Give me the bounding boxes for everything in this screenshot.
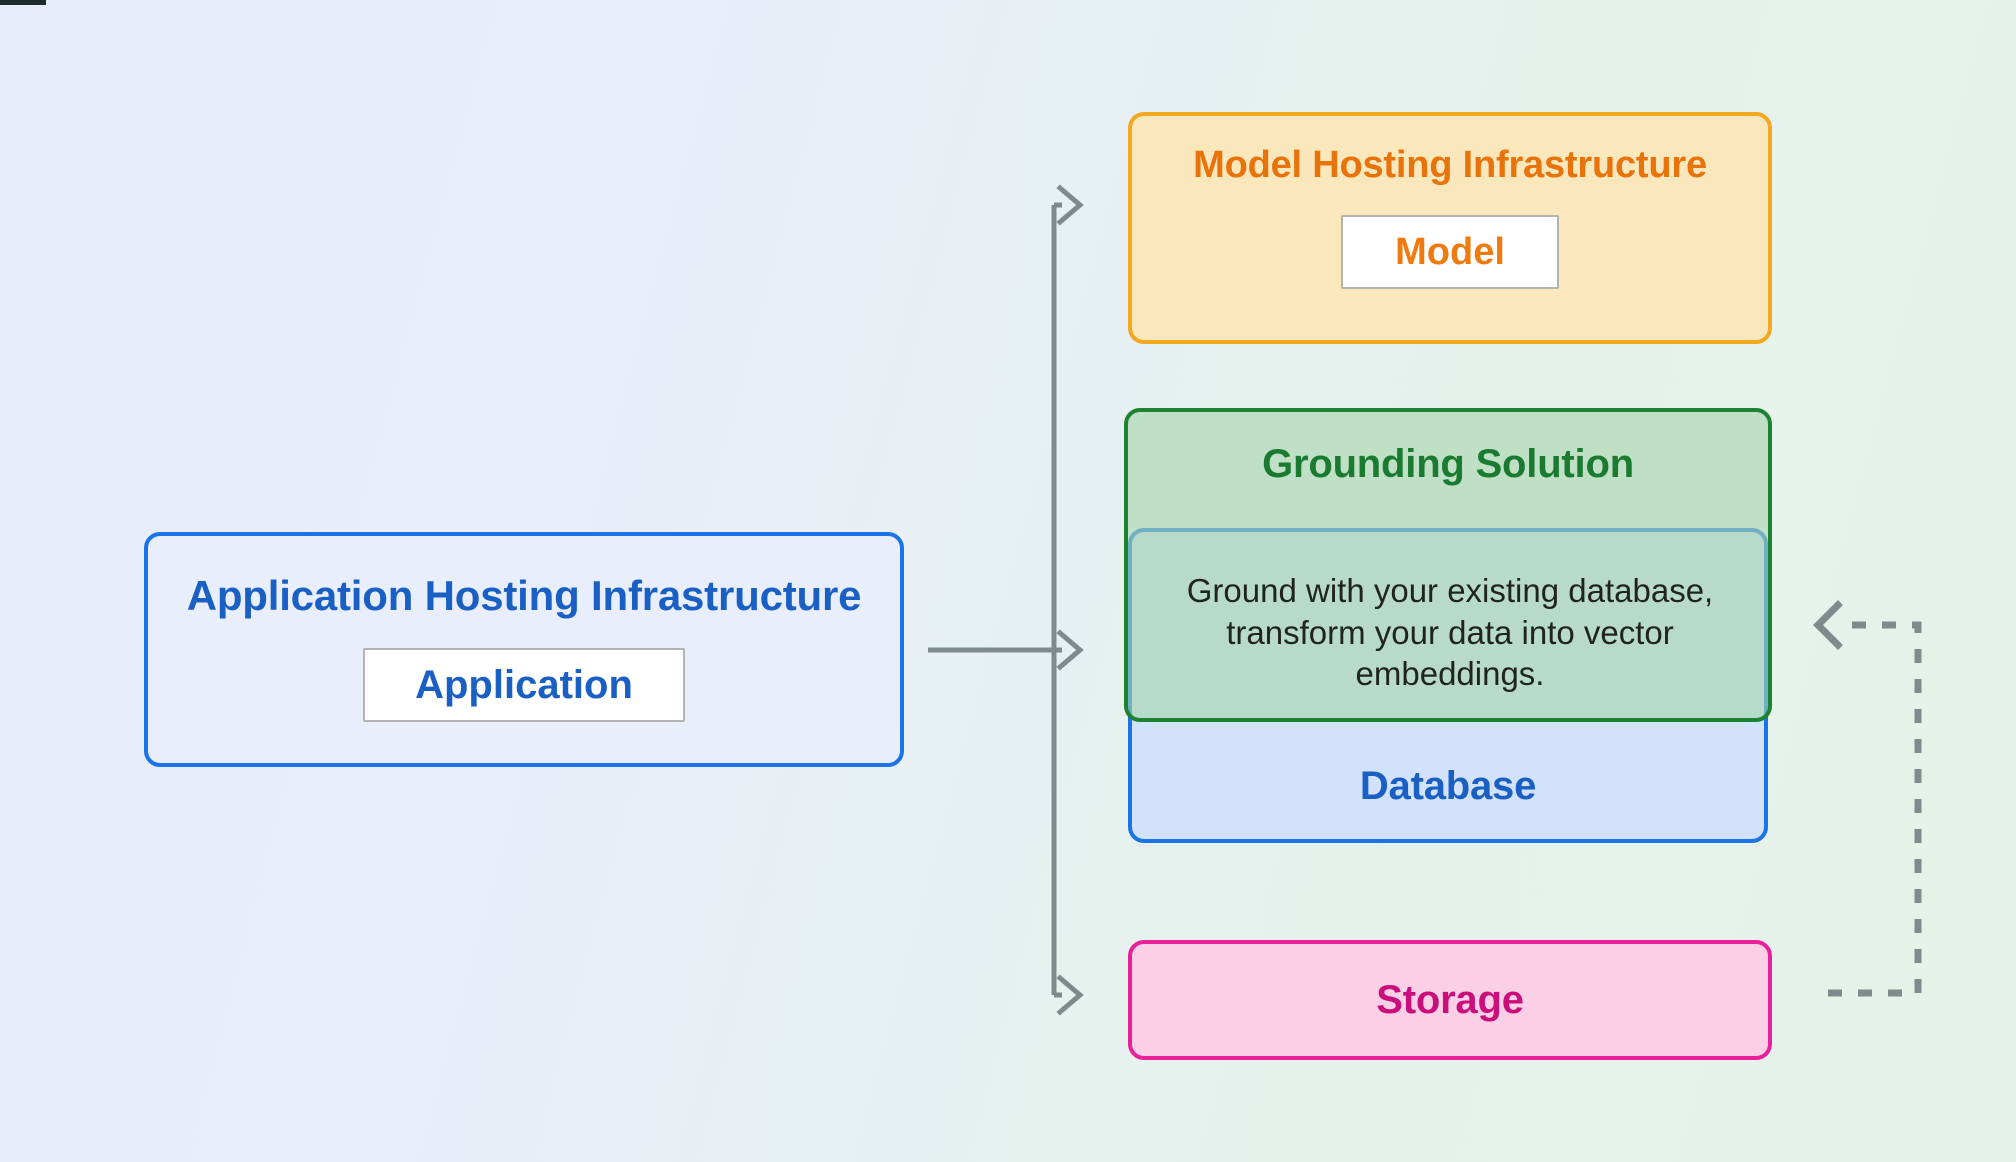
arrowhead-to-grounding (1056, 629, 1084, 671)
arrowhead-to-model (1056, 184, 1084, 226)
solid-connector-group (928, 202, 1062, 998)
arrowhead-to-database (1813, 600, 1843, 650)
storage-title: Storage (1376, 977, 1524, 1022)
node-storage[interactable]: Storage (1128, 940, 1772, 1060)
dashed-arrowhead (1813, 600, 1843, 650)
application-hosting-title: Application Hosting Infrastructure (186, 572, 862, 619)
database-title: Database (1359, 764, 1537, 808)
top-edge-strip (0, 0, 46, 5)
dashed-connector-group (1828, 621, 1922, 997)
chip-model[interactable]: Model (1341, 215, 1559, 289)
connector-storage-to-database (1828, 621, 1922, 997)
model-hosting-title: Model Hosting Infrastructure (1193, 144, 1707, 186)
solid-arrowheads (1056, 184, 1084, 1016)
node-grounding-solution[interactable]: Grounding Solution (1124, 408, 1772, 722)
chip-application[interactable]: Application (363, 648, 685, 722)
arrowhead-to-storage (1056, 974, 1084, 1016)
node-application-hosting-infrastructure[interactable]: Application Hosting Infrastructure Appli… (144, 532, 904, 767)
grounding-solution-title: Grounding Solution (1262, 442, 1634, 486)
node-model-hosting-infrastructure[interactable]: Model Hosting Infrastructure Model (1128, 112, 1772, 344)
